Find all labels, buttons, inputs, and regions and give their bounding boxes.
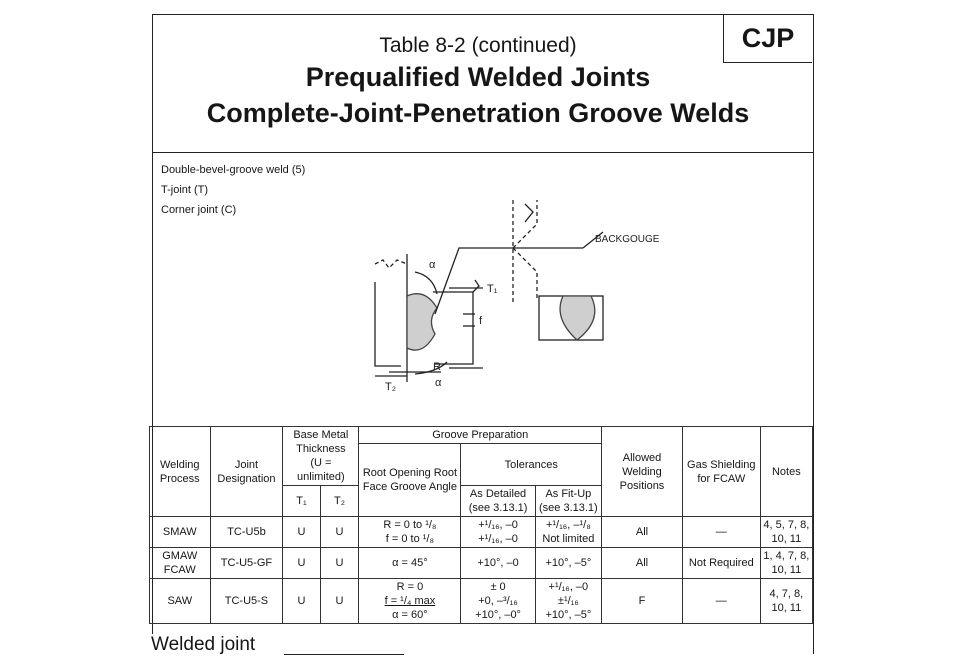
cell-t2: U <box>319 578 360 624</box>
cell-positions: All <box>601 516 683 548</box>
table-row: SMAW TC-U5b U U R = 0 to ¹/₈ f = 0 to ¹/… <box>149 516 814 548</box>
vertical-plate <box>374 282 401 367</box>
cell-detailed: +10°, –0 <box>460 547 536 579</box>
prequalification-table: Welding Process Joint Designation Base M… <box>149 426 814 624</box>
joint-diagram: BACKGOUGE T₁ T₂ R f α α <box>374 200 660 393</box>
cell-root: α = 45° <box>358 547 462 579</box>
cell-line: Not limited <box>542 533 595 545</box>
cell-t1: U <box>282 516 321 548</box>
cell-line: ±¹/₁₆ <box>557 595 579 607</box>
base-metal-title: Base Metal Thickness <box>293 429 349 455</box>
cell-notes: 4, 5, 7, 8, 10, 11 <box>759 516 814 548</box>
col-t2: T₂ <box>319 485 360 517</box>
cell-line: R = 0 <box>396 581 424 593</box>
cell-root: R = 0 f = ¹/₄ max α = 60° <box>358 578 462 624</box>
cell-line: +10°, –0 <box>477 557 519 569</box>
cell-positions: F <box>601 578 683 624</box>
cell-notes: 1, 4, 7, 8, 10, 11 <box>759 547 814 579</box>
cell-line: +¹/₁₆, –0 <box>478 533 518 545</box>
cell-line: α = 45° <box>392 557 428 569</box>
caption-rule <box>284 654 404 655</box>
r-label: R <box>433 361 441 373</box>
cell-designation: TC-U5-GF <box>209 547 284 579</box>
joint-type: Double-bevel-groove weld (5) <box>161 164 306 176</box>
cjp-badge: CJP <box>723 14 812 63</box>
cell-line: f = ¹/₄ max <box>384 595 436 607</box>
cell-line: +¹/₁₆, –0 <box>478 519 518 531</box>
cell-t1: U <box>282 578 321 624</box>
cell-line: +¹/₁₆, –0 <box>548 581 589 593</box>
cell-t2: U <box>319 516 360 548</box>
col-positions: Allowed Welding Positions <box>601 426 683 517</box>
cell-line: ± 0 <box>490 581 506 593</box>
cell-line: R = 0 to ¹/₈ <box>383 519 437 531</box>
table-row: GMAW FCAW TC-U5-GF U U α = 45° +10°, –0 … <box>149 547 814 579</box>
spec-sheet: CJP Table 8-2 (continued) Prequalified W… <box>149 14 814 654</box>
joint-description: Double-bevel-groove weld (5) T-joint (T)… <box>161 160 305 220</box>
col-joint-designation: Joint Designation <box>209 426 284 517</box>
cell-designation: TC-U5-S <box>209 578 284 624</box>
page-title: Prequalified Welded Joints <box>305 62 651 92</box>
alpha-label-bottom: α <box>435 377 442 389</box>
alpha-label-top: α <box>429 259 436 271</box>
cell-gas: — <box>681 516 761 548</box>
cell-t1: U <box>282 547 321 579</box>
top-rule <box>153 14 813 15</box>
col-as-detailed: As Detailed (see 3.13.1) <box>460 485 536 517</box>
horizontal-plate <box>433 291 474 365</box>
header-rule <box>153 152 813 153</box>
cell-process: GMAW FCAW <box>149 547 211 579</box>
col-notes: Notes <box>759 426 814 517</box>
f-label: f <box>479 315 483 327</box>
cell-line: +10°, –0° <box>475 609 521 621</box>
page-subtitle: Complete-Joint-Penetration Groove Welds <box>206 98 750 128</box>
cell-line: f = 0 to ¹/₈ <box>385 533 435 545</box>
cell-line: +0, –³/₁₆ <box>478 595 518 607</box>
cell-line: +10°, –5° <box>545 609 592 621</box>
cell-notes: 4, 7, 8, 10, 11 <box>759 578 814 624</box>
cell-gas: — <box>681 578 761 624</box>
joint-config-t: T-joint (T) <box>161 184 209 196</box>
cell-line: +¹/₁₆, –¹/₈ <box>545 519 591 531</box>
col-tolerances: Tolerances <box>460 443 603 486</box>
joint-config-c: Corner joint (C) <box>161 204 237 216</box>
cell-process: SAW <box>149 578 211 624</box>
cell-fitup: +10°, –5° <box>534 547 603 579</box>
backgouge-label: BACKGOUGE <box>595 234 660 245</box>
t1-label: T₁ <box>487 283 498 295</box>
cell-positions: All <box>601 547 683 579</box>
cell-fitup: +¹/₁₆, –¹/₈ Not limited <box>534 516 603 548</box>
col-base-metal: Base Metal Thickness (U = unlimited) <box>282 426 360 486</box>
t2-label: T₂ <box>385 381 396 393</box>
table-number: Table 8-2 (continued) <box>379 34 577 57</box>
cell-detailed: +¹/₁₆, –0 +¹/₁₆, –0 <box>460 516 536 548</box>
col-t1: T₁ <box>282 485 321 517</box>
base-metal-note: (U = unlimited) <box>297 457 345 483</box>
col-as-fitup: As Fit-Up (see 3.13.1) <box>534 485 603 517</box>
cell-designation: TC-U5b <box>209 516 284 548</box>
weld-bead <box>406 293 438 351</box>
cell-line: α = 60° <box>392 609 428 621</box>
cell-root: R = 0 to ¹/₈ f = 0 to ¹/₈ <box>358 516 462 548</box>
cell-detailed: ± 0 +0, –³/₁₆ +10°, –0° <box>460 578 536 624</box>
table-row: SAW TC-U5-S U U R = 0 f = ¹/₄ max α = 60… <box>149 578 814 624</box>
col-gas: Gas Shielding for FCAW <box>681 426 761 517</box>
cell-t2: U <box>319 547 360 579</box>
cell-gas: Not Required <box>681 547 761 579</box>
cell-fitup: +¹/₁₆, –0 ±¹/₁₆ +10°, –5° <box>534 578 603 624</box>
cell-process: SMAW <box>149 516 211 548</box>
reference-line <box>434 247 583 315</box>
col-welding-process: Welding Process <box>149 426 211 517</box>
col-root: Root Opening Root Face Groove Angle <box>358 443 462 517</box>
image-caption: Welded joint <box>148 634 259 656</box>
cell-line: +10°, –5° <box>545 557 592 569</box>
col-groove-prep: Groove Preparation <box>358 426 603 444</box>
